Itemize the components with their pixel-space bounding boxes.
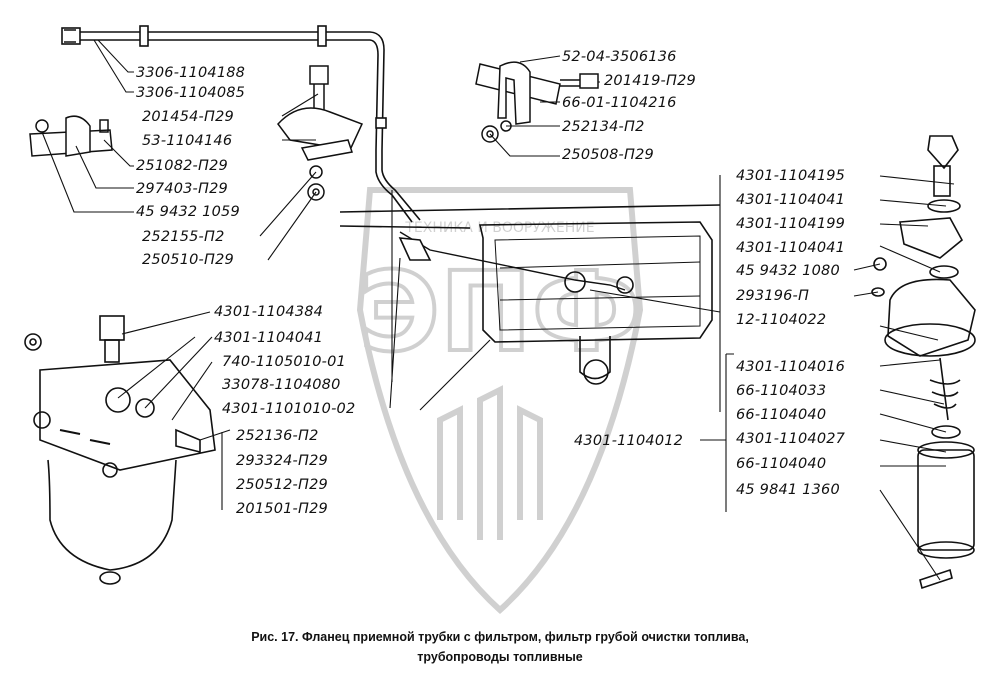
watermark: ЭПФ ТЕХНИКА И ВООРУЖЕНИЕ <box>356 187 644 615</box>
part-number: 66-1104040 <box>736 456 826 472</box>
fuel-tubes <box>61 25 421 223</box>
part-number: 250508-П29 <box>562 147 654 163</box>
part-number: 740-1105010-01 <box>222 354 346 370</box>
labels-filter-left: 4301-1104384 4301-1104041 740-1105010-01… <box>214 304 355 417</box>
part-number: 4301-1104041 <box>736 240 845 256</box>
part-number: 293324-П29 <box>236 453 328 469</box>
part-number: 45 9432 1059 <box>136 204 240 220</box>
part-number: 45 9841 1360 <box>736 482 840 498</box>
labels-tube-group: 3306-1104188 3306-1104085 <box>136 65 245 101</box>
part-number: 201454-П29 <box>142 109 234 125</box>
labels-filter-left-fasteners: 252136-П2 293324-П29 250512-П29 201501-П… <box>236 428 328 517</box>
part-number: 201501-П29 <box>236 501 328 517</box>
labels-clamp-top-center: 201454-П29 53-1104146 <box>142 109 234 149</box>
tank-flange <box>339 204 721 385</box>
part-number: 4301-1104041 <box>736 192 845 208</box>
part-number: 252134-П2 <box>562 119 645 135</box>
figure-caption-line2: трубопроводы топливные <box>417 650 583 664</box>
part-number: 4301-1101010-02 <box>222 401 355 417</box>
part-number: 4301-1104199 <box>736 216 845 232</box>
part-number: 250510-П29 <box>142 252 234 268</box>
labels-clamp-top-right: 52-04-3506136 201419-П29 66-01-1104216 2… <box>562 49 696 163</box>
figure-caption-line1: Рис. 17. Фланец приемной трубки с фильтр… <box>251 630 749 644</box>
part-number: 52-04-3506136 <box>562 49 677 65</box>
part-number: 252155-П2 <box>142 229 225 245</box>
part-number: 4301-1104384 <box>214 304 323 320</box>
leader-lines <box>41 39 955 581</box>
coarse-filter-left <box>24 315 216 585</box>
part-number: 45 9432 1080 <box>736 263 840 279</box>
part-number: 4301-1104027 <box>736 431 846 447</box>
part-number: 3306-1104188 <box>136 65 245 81</box>
part-number: 33078-1104080 <box>222 377 341 393</box>
part-number: 4301-1104016 <box>736 359 845 375</box>
part-number: 297403-П29 <box>136 181 228 197</box>
part-number: 252136-П2 <box>236 428 319 444</box>
labels-right-top: 4301-1104195 4301-1104041 4301-1104199 4… <box>736 168 845 328</box>
part-number: 4301-1104041 <box>214 330 323 346</box>
part-number: 293196-П <box>736 288 809 304</box>
part-number: 12-1104022 <box>736 312 826 328</box>
watermark-logo-text: ЭПФ <box>359 248 641 376</box>
labels-nut-top-center: 252155-П2 250510-П29 <box>142 229 234 268</box>
clamp-top-center <box>277 65 364 201</box>
part-number: 251082-П29 <box>136 158 228 174</box>
part-number: 201419-П29 <box>604 73 696 89</box>
part-number: 3306-1104085 <box>136 85 245 101</box>
part-number: 53-1104146 <box>142 133 232 149</box>
labels-clamp-left: 251082-П29 297403-П29 45 9432 1059 <box>136 158 240 220</box>
part-number: 66-1104033 <box>736 383 826 399</box>
part-number-assembly: 4301-1104012 <box>574 433 683 449</box>
part-number: 4301-1104195 <box>736 168 845 184</box>
part-number: 66-01-1104216 <box>562 95 677 111</box>
labels-right-bottom: 4301-1104016 66-1104033 66-1104040 4301-… <box>736 359 846 498</box>
filter-assembly-right <box>871 135 976 590</box>
part-number: 250512-П29 <box>236 477 328 493</box>
part-number: 66-1104040 <box>736 407 826 423</box>
clamp-left <box>29 115 113 157</box>
